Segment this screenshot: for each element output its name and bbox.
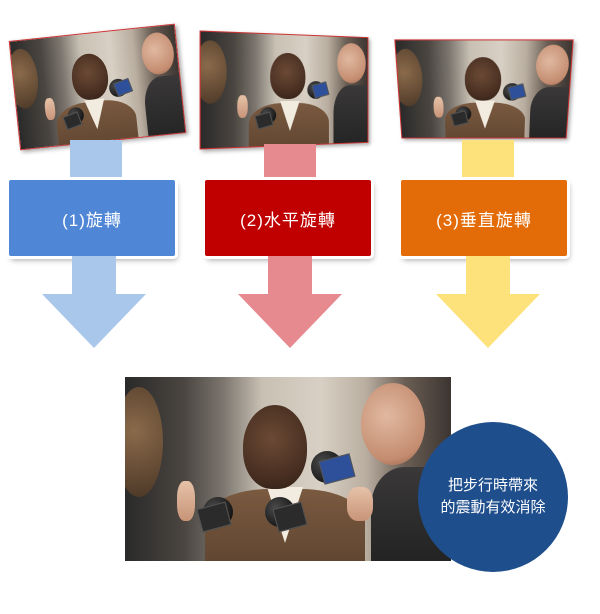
stem-vertical-rotate [462,140,514,182]
down-arrow-vertical-rotate-icon [436,256,540,348]
step-box-vertical-rotate: (3)垂直旋轉 [401,180,567,256]
stem-horizontal-rotate [264,144,316,182]
result-photo [125,377,451,561]
result-circle: 把步行時帶來 的震動有效消除 [418,422,568,572]
result-text-line1: 把步行時帶來 [447,477,538,494]
down-arrow-rotate-icon [42,256,146,348]
down-arrow-horizontal-rotate-icon [238,256,342,348]
thumbnail-rotated [8,23,187,151]
thumbnail-horizontal-rotate [199,30,369,150]
step-box-horizontal-rotate: (2)水平旋轉 [205,180,371,256]
step-label-rotate: (1)旋轉 [62,210,122,230]
thumbnail-vertical-rotate [394,39,574,139]
step-label-horizontal-rotate: (2)水平旋轉 [240,210,336,230]
stem-rotate [70,140,122,182]
step-box-rotate: (1)旋轉 [9,180,175,256]
result-text-line2: 的震動有效消除 [440,499,546,516]
step-label-vertical-rotate: (3)垂直旋轉 [436,210,532,230]
